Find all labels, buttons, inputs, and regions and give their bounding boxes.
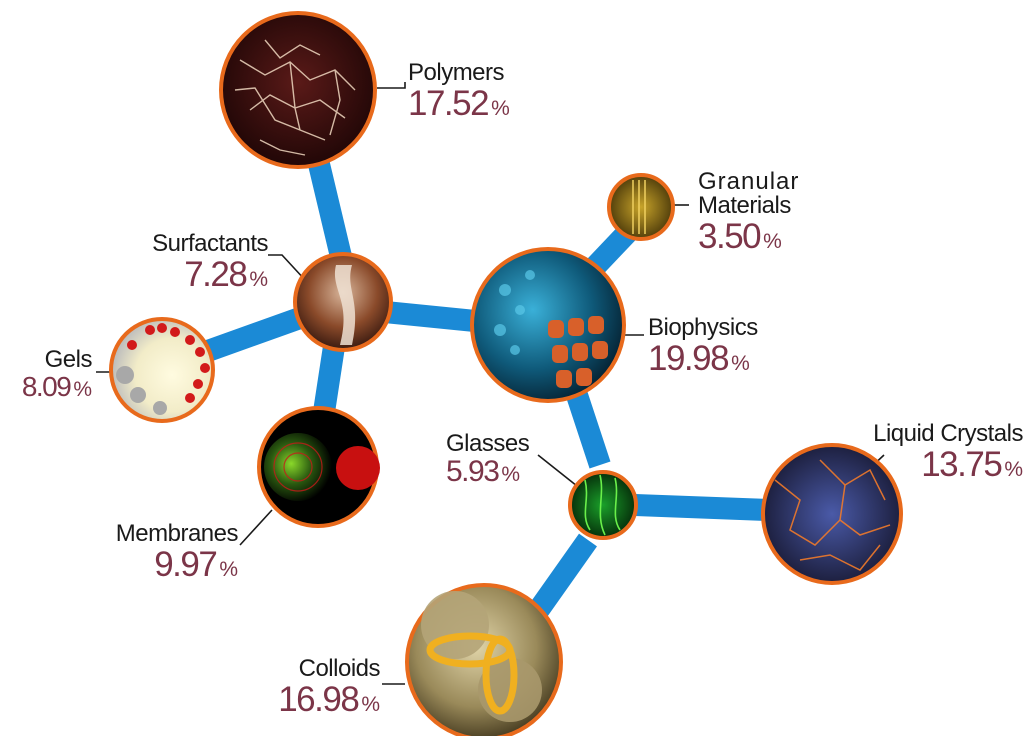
node-liquid-crystals [761, 443, 903, 585]
label-liquid-crystals: Liquid Crystals 13.75% [840, 420, 1023, 484]
label-value: 17.52% [408, 84, 510, 123]
label-name-line1: Granular [698, 168, 800, 195]
node-membranes [257, 406, 380, 528]
label-value: 13.75% [921, 445, 1023, 484]
connectors [201, 157, 769, 622]
label-value: 16.98% [278, 680, 380, 719]
label-name: Colloids [298, 655, 381, 682]
label-name: Glasses [446, 430, 530, 457]
label-value: 9.97% [154, 545, 238, 584]
label-value: 8.09% [21, 371, 92, 402]
label-name: Surfactants [152, 230, 268, 257]
node-gels [109, 317, 215, 423]
connector-surfactants-biophysics [383, 301, 487, 333]
node-polymers [219, 11, 377, 169]
label-value: 3.50% [698, 217, 782, 256]
label-value: 5.93% [446, 455, 521, 488]
label-membranes: Membranes 9.97% [70, 520, 239, 584]
label-value: 7.28% [184, 255, 268, 294]
label-name: Gels [44, 346, 93, 373]
connector-polymers-surfactants [307, 157, 354, 268]
connector-surfactants-gels [201, 307, 304, 363]
label-glasses: Glasses 5.93% [446, 430, 530, 488]
label-granular-materials: Granular Materials 3.50% [698, 168, 800, 256]
label-name: Membranes [115, 520, 239, 547]
node-granular-materials [607, 173, 675, 241]
node-colloids [405, 583, 563, 736]
label-gels: Gels 8.09% [0, 346, 93, 402]
node-glasses [568, 470, 638, 540]
label-surfactants: Surfactants 7.28% [118, 230, 268, 294]
node-surfactants [293, 252, 393, 352]
leader-lines [96, 82, 885, 685]
node-biophysics [470, 247, 626, 403]
label-biophysics: Biophysics 19.98% [648, 314, 758, 378]
label-name-line2: Materials [698, 192, 791, 219]
connector-glasses-lc [634, 494, 769, 521]
connector-glasses-colloids [526, 533, 597, 622]
label-name: Polymers [408, 59, 505, 86]
label-value: 19.98% [648, 339, 750, 378]
label-polymers: Polymers 17.52% [408, 59, 510, 123]
label-name: Liquid Crystals [873, 420, 1023, 447]
label-name: Biophysics [648, 314, 758, 341]
label-colloids: Colloids 16.98% [258, 655, 381, 719]
